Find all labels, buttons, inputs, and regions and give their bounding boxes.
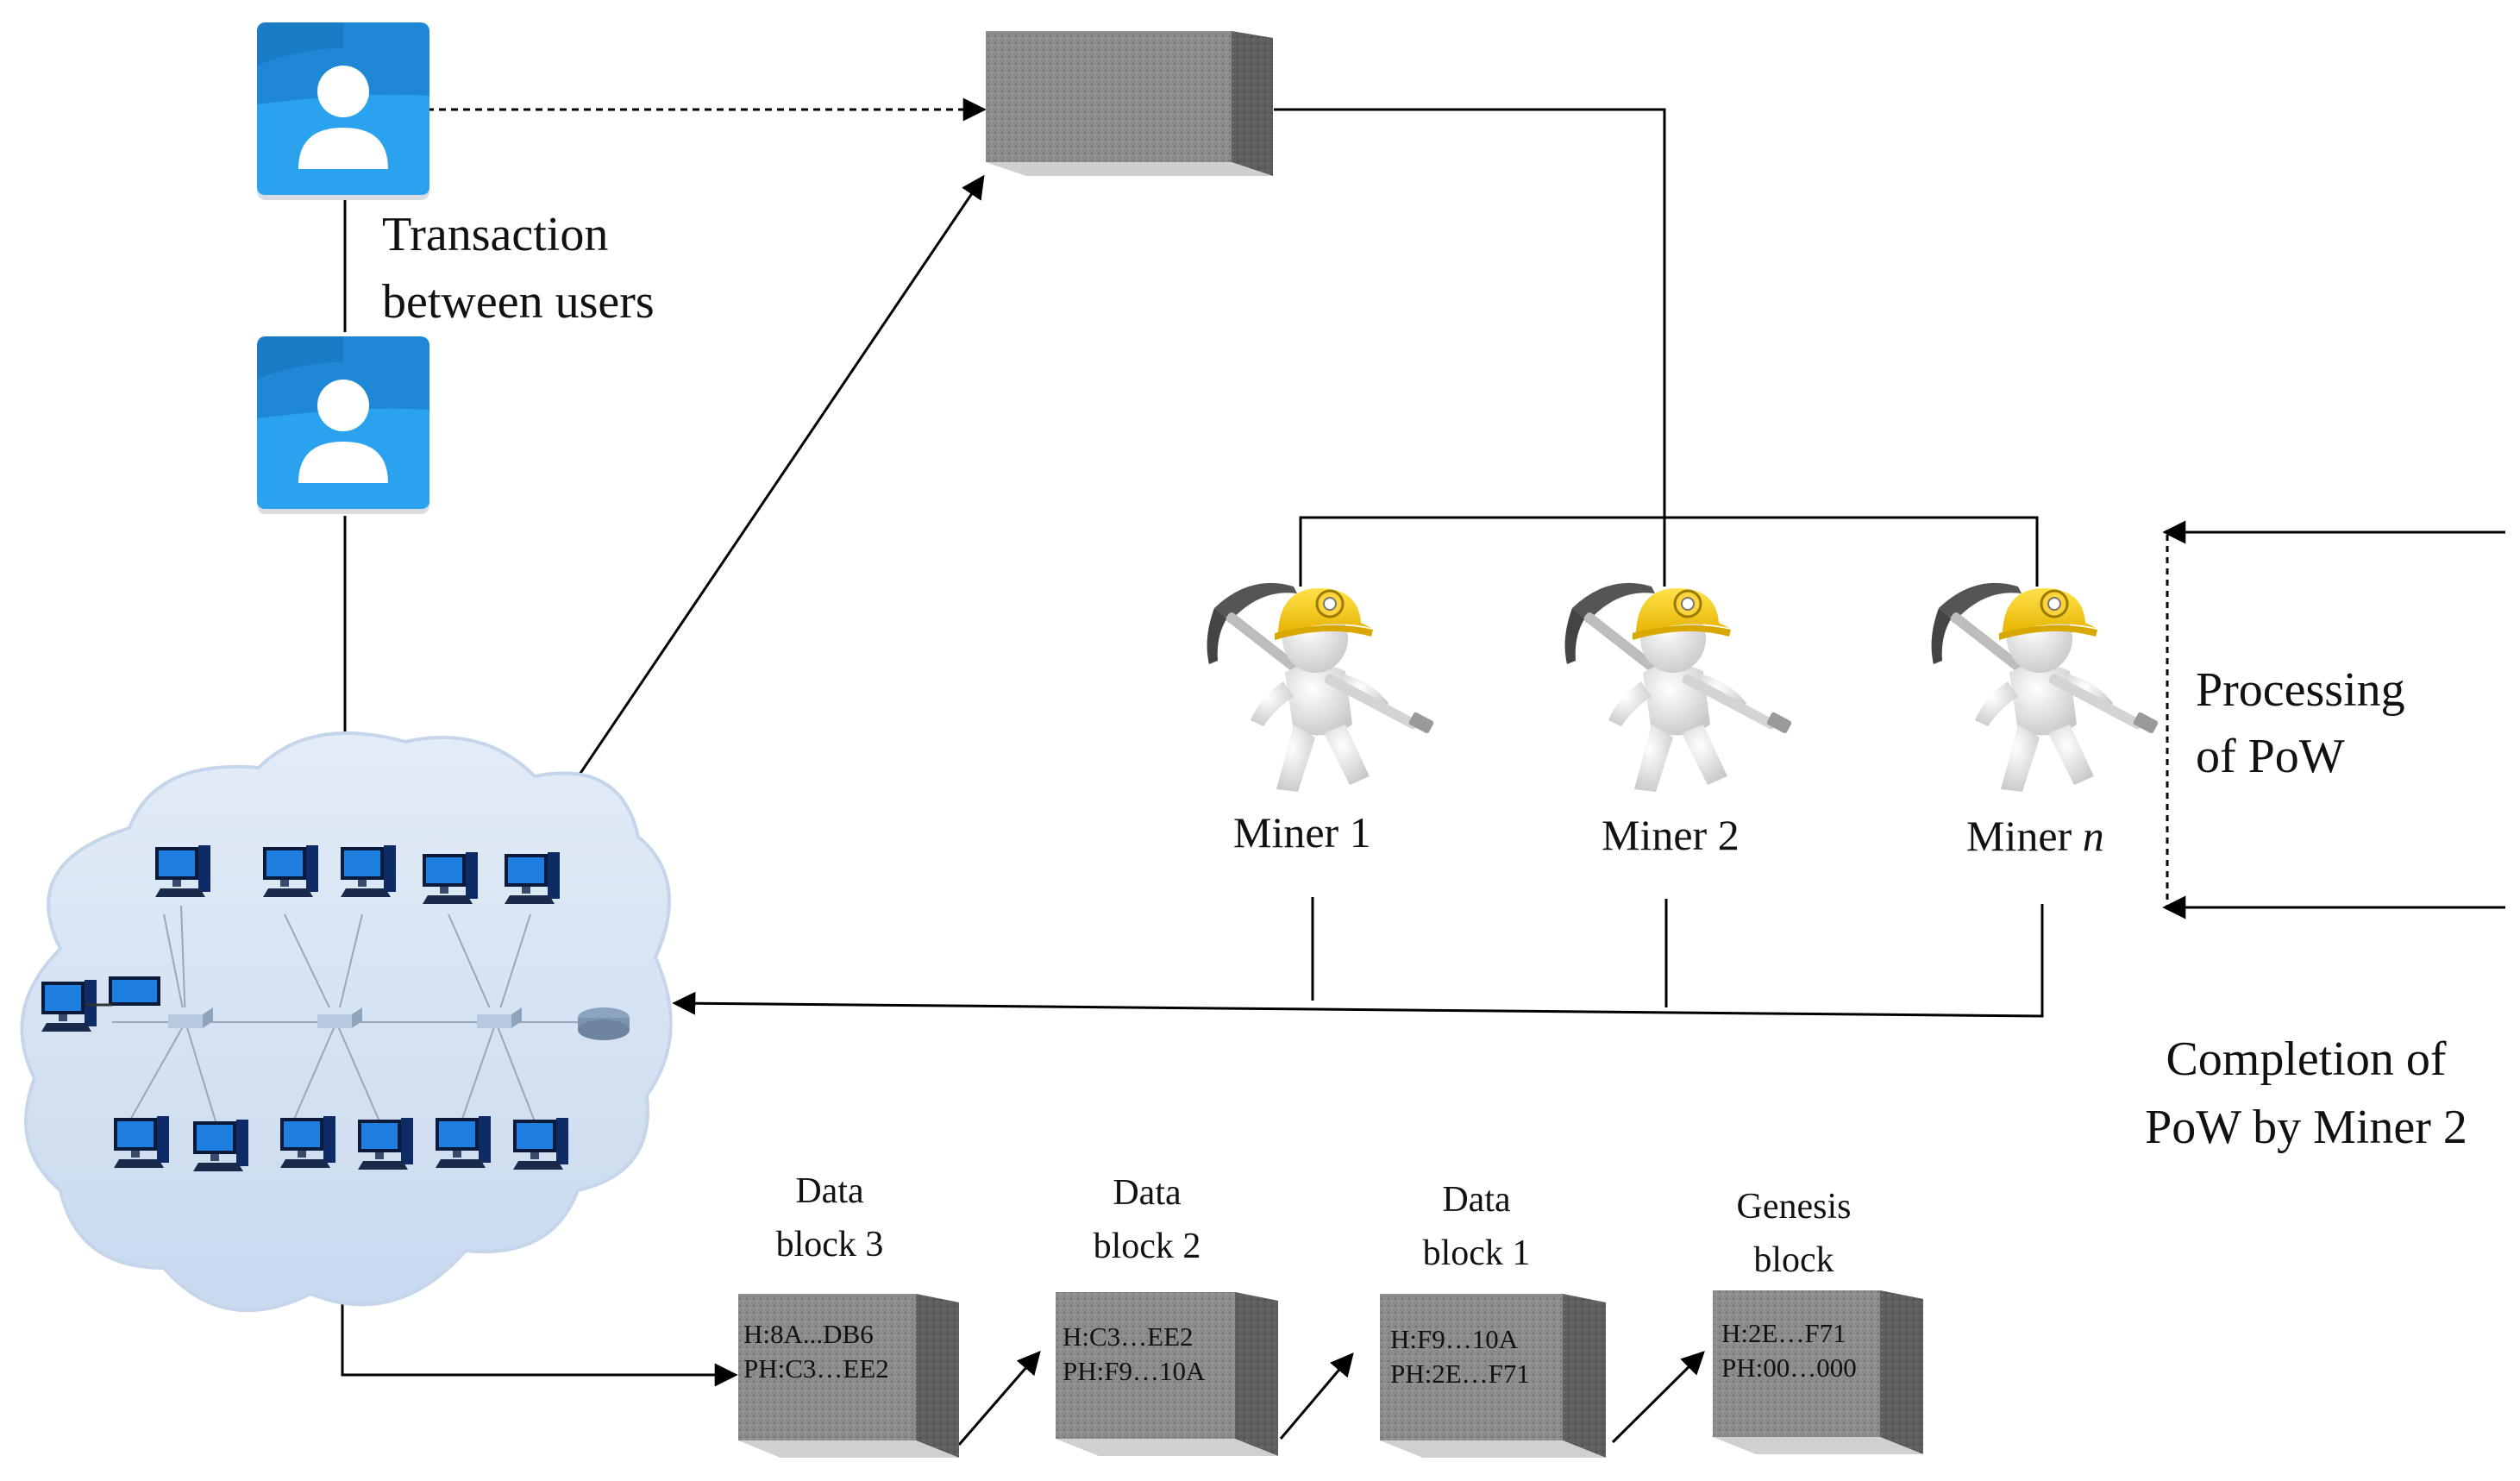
miner-1-figure [1206,581,1436,794]
block-prev-hash: PH:F9…10A [1063,1356,1206,1386]
block-title-line2: block 3 [776,1225,884,1264]
block-prev-hash: PH:C3…EE2 [743,1353,889,1384]
block-hash: H:F9…10A [1390,1324,1519,1354]
pc-icon [341,845,396,897]
arrow-network-to-block-3 [341,1283,738,1387]
pc-icon [358,1118,413,1170]
block-data-block-3: Data block 3 H:8A...DB6 PH:C3…EE2 [738,1171,959,1458]
network-router [578,1007,630,1040]
block-title-line2: block 1 [1423,1233,1531,1273]
block-data-block-1: Data block 1 H:F9…10A PH:2E…F71 [1380,1180,1606,1458]
completion-label-line2: PoW by Miner 2 [2145,1101,2467,1154]
block-hash: H:8A...DB6 [743,1319,874,1349]
user-icon-receiver [257,336,429,514]
arrow-block-3-to-2 [957,1350,1041,1446]
transaction-label-line2: between users [382,275,655,329]
completion-label-line1: Completion of [2166,1032,2446,1086]
arrow-completion-to-network [672,904,2044,1018]
network-switch [317,1007,362,1028]
pending-block-icon [986,31,1273,176]
block-prev-hash: PH:00…000 [1721,1352,1857,1383]
miner-2-figure [1564,581,1794,794]
monitor-icon [86,976,160,1007]
pc-icon [513,1118,568,1170]
arrow-network-to-pending-block [563,174,985,797]
pc-icon [193,1120,248,1171]
transaction-label-line1: Transaction [382,208,608,261]
pc-icon [423,852,478,904]
block-hash: H:2E…F71 [1721,1318,1846,1348]
arrow-block-1-to-genesis [1611,1351,1705,1444]
block-title-line1: Genesis [1737,1187,1852,1227]
block-title-line1: Data [1113,1173,1182,1213]
miner-n-label: Miner n [1966,812,2104,860]
processing-label-line1: Processing [2196,663,2405,717]
pc-icon [436,1116,491,1168]
block-title-line2: block 2 [1094,1227,1201,1266]
connectors [333,97,2505,1446]
miner-2-label: Miner 2 [1602,811,1740,859]
user-icon-sender [257,22,429,200]
block-title-line2: block [1753,1240,1834,1280]
p2p-network-cloud [20,731,673,1313]
line-pending-block-to-miners [1274,108,1666,587]
block-title-line1: Data [795,1171,864,1211]
arrow-block-2-to-1 [1279,1352,1354,1440]
network-switch [477,1007,522,1028]
block-data-block-2: Data block 2 H:C3…EE2 PH:F9…10A [1056,1173,1278,1456]
pc-icon [280,1116,335,1168]
processing-label-line2: of PoW [2196,730,2345,783]
block-title-line1: Data [1442,1180,1511,1220]
block-genesis: Genesis block H:2E…F71 PH:00…000 [1713,1187,1923,1454]
pc-icon [505,852,560,904]
miner-n-figure [1930,581,2160,794]
pc-icon [114,1116,169,1168]
pc-icon [155,845,210,897]
pc-icon [263,845,318,897]
block-hash: H:C3…EE2 [1063,1321,1194,1352]
miner-1-label: Miner 1 [1233,808,1371,857]
line-miner-bus [1299,516,2039,587]
network-switch [168,1007,213,1028]
block-prev-hash: PH:2E…F71 [1390,1359,1530,1389]
